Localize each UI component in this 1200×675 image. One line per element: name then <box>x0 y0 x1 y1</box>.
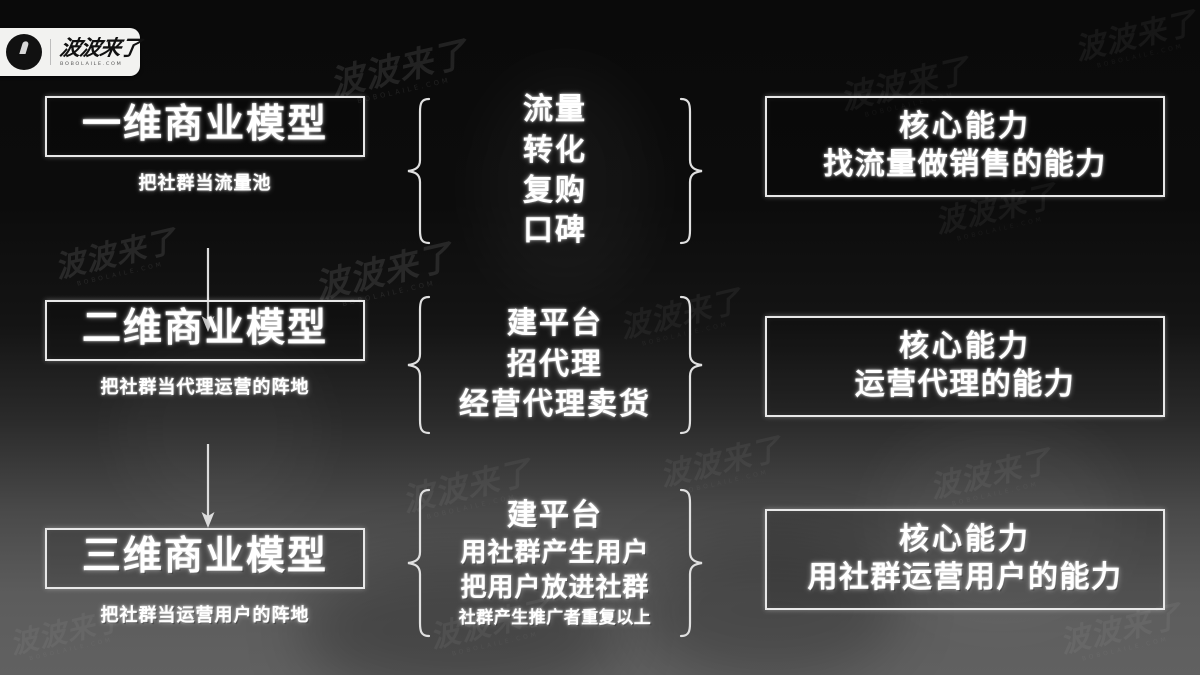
model-steps-group: 流量 转化 复购 口碑 <box>405 92 705 248</box>
capability-box[interactable]: 核心能力 运营代理的能力 <box>765 316 1165 417</box>
model-steps-list: 建平台 用社群产生用户 把用户放进社群 社群产生推广者重复以上 <box>431 487 679 639</box>
model-caption: 把社群当流量池 <box>138 172 272 194</box>
model-caption: 把社群当代理运营的阵地 <box>100 376 310 398</box>
left-brace-icon <box>405 96 431 246</box>
model-step: 用社群产生用户 <box>460 538 650 569</box>
model-step: 转化 <box>523 132 587 168</box>
model-step: 社群产生推广者重复以上 <box>458 607 652 628</box>
model-title-box[interactable]: 一维商业模型 <box>45 96 365 157</box>
model-capability-column: 核心能力 用社群运营用户的能力 <box>765 509 1165 610</box>
logo-divider <box>50 39 51 65</box>
model-step: 建平台 <box>507 306 603 342</box>
capability-detail: 找流量做销售的能力 <box>823 146 1107 182</box>
model-title-box[interactable]: 三维商业模型 <box>45 528 365 589</box>
brand-tagline: BOBOLAILE.COM <box>60 60 123 67</box>
model-left-column: 二维商业模型 把社群当代理运营的阵地 <box>45 300 365 399</box>
model-step: 流量 <box>523 92 587 128</box>
right-brace-icon <box>679 487 705 639</box>
model-capability-column: 核心能力 找流量做销售的能力 <box>765 96 1165 197</box>
brand-name: 波波来了 <box>57 35 143 60</box>
arrow-row1-to-row2 <box>197 248 219 334</box>
arrow-row2-to-row3 <box>197 444 219 530</box>
model-title: 二维商业模型 <box>81 306 328 351</box>
right-brace-icon <box>679 96 705 246</box>
right-brace-icon <box>679 294 705 436</box>
model-caption: 把社群当运营用户的阵地 <box>100 604 310 626</box>
model-left-column: 一维商业模型 把社群当流量池 <box>45 96 365 195</box>
model-capability-column: 核心能力 运营代理的能力 <box>765 316 1165 417</box>
capability-detail: 运营代理的能力 <box>854 366 1076 402</box>
model-left-column: 三维商业模型 把社群当运营用户的阵地 <box>45 528 365 627</box>
model-step: 把用户放进社群 <box>460 573 650 604</box>
person-avatar-icon <box>6 34 42 70</box>
capability-box[interactable]: 核心能力 用社群运营用户的能力 <box>765 509 1165 610</box>
left-brace-icon <box>405 294 431 436</box>
capability-label: 核心能力 <box>899 109 1031 144</box>
capability-box[interactable]: 核心能力 找流量做销售的能力 <box>765 96 1165 197</box>
model-step: 建平台 <box>507 497 603 533</box>
model-steps-group: 建平台 用社群产生用户 把用户放进社群 社群产生推广者重复以上 <box>405 487 705 639</box>
model-title: 三维商业模型 <box>81 534 328 579</box>
capability-detail: 用社群运营用户的能力 <box>807 559 1123 595</box>
brand-logo-badge[interactable]: 波波来了 BOBOLAILE.COM <box>0 28 143 76</box>
model-step: 口碑 <box>523 213 587 249</box>
model-steps-list: 流量 转化 复购 口碑 <box>431 92 679 248</box>
capability-label: 核心能力 <box>899 522 1031 557</box>
model-title-box[interactable]: 二维商业模型 <box>45 300 365 361</box>
model-steps-list: 建平台 招代理 经营代理卖货 <box>431 294 679 436</box>
model-step: 招代理 <box>507 346 603 382</box>
model-step: 经营代理卖货 <box>459 387 651 423</box>
model-title: 一维商业模型 <box>81 102 328 147</box>
brand-wordmark: 波波来了 BOBOLAILE.COM <box>57 35 143 67</box>
model-steps-group: 建平台 招代理 经营代理卖货 <box>405 294 705 436</box>
model-step: 复购 <box>523 173 587 208</box>
capability-label: 核心能力 <box>899 329 1031 364</box>
left-brace-icon <box>405 487 431 639</box>
